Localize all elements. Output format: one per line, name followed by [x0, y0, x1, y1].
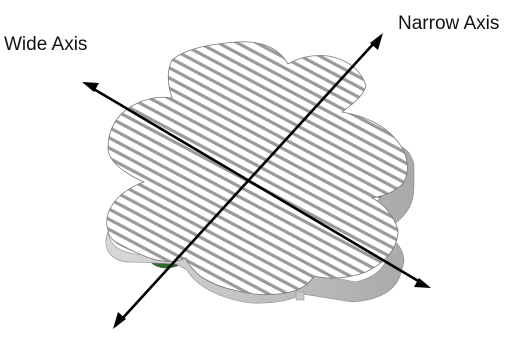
narrow-axis-label: Narrow Axis [398, 13, 500, 34]
wide-axis-label: Wide Axis [4, 34, 88, 55]
narrow-axis-arrow [113, 33, 383, 329]
wide-axis-arrow [82, 82, 431, 288]
part-small-notch [295, 291, 305, 301]
part-top-face [106, 41, 408, 295]
